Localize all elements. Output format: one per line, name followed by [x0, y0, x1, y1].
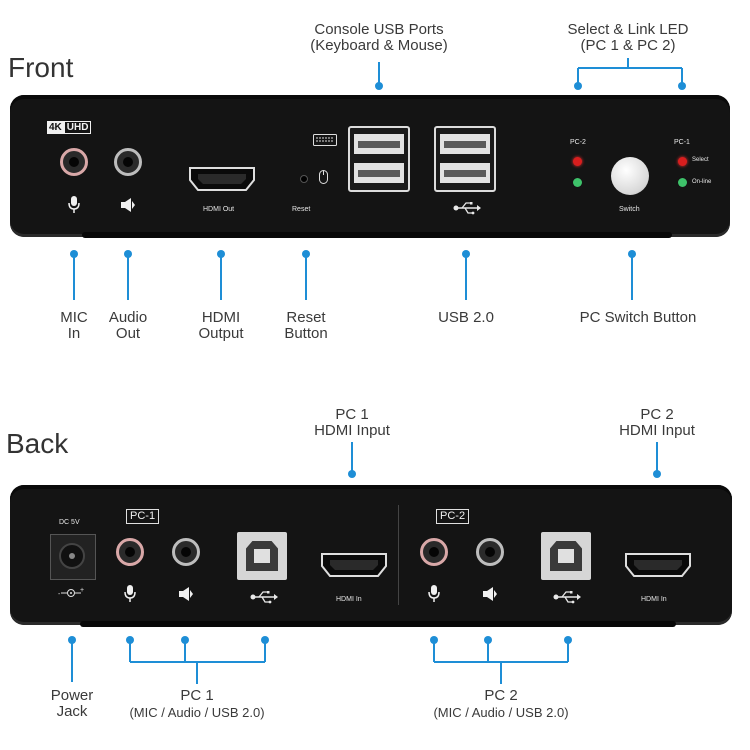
pc-switch-button[interactable]	[611, 157, 649, 195]
pc2-led-label: PC-2	[570, 139, 586, 146]
pc1-mic-jack	[116, 538, 144, 566]
callout-pc2-group-sub: (MIC / Audio / USB 2.0)	[433, 705, 569, 720]
callout-pc2-group-title: PC 2	[484, 687, 518, 704]
mouse-icon	[319, 170, 328, 184]
dc-power-jack	[50, 534, 96, 580]
mic-icon	[68, 196, 80, 213]
front-heading: Front	[8, 52, 74, 83]
reset-label: Reset	[292, 206, 311, 213]
pc1-box-label: PC-1	[126, 509, 160, 524]
mic-icon	[124, 585, 136, 602]
callout-usb20: USB 2.0	[438, 309, 494, 326]
callout-pc-switch: PC Switch Button	[579, 309, 697, 326]
callout-audio-out: Audio Out	[108, 309, 148, 342]
pc2-select-led	[573, 157, 582, 166]
callout-pc1-group-sub: (MIC / Audio / USB 2.0)	[129, 705, 265, 720]
pc1-audio-jack	[172, 538, 200, 566]
reset-pinhole	[300, 175, 308, 183]
uhd-badge: 4K UHD	[47, 121, 92, 134]
usb-icon	[453, 202, 481, 215]
callout-pc1-group-title: PC 1	[180, 687, 214, 704]
callout-hdmi-output: HDMI Output	[198, 309, 244, 342]
front-panel-foot	[82, 232, 672, 238]
pc1-led-label: PC-1	[674, 139, 690, 146]
pc2-hdmi-in-port	[624, 552, 692, 578]
dc-label: DC 5V	[59, 519, 80, 526]
keyboard-icon	[313, 134, 337, 146]
pc1-usb-b-port	[237, 532, 287, 580]
back-heading: Back	[6, 428, 69, 459]
back-panel-foot	[80, 621, 676, 627]
switch-label: Switch	[619, 206, 640, 213]
online-led-label: On-line	[692, 179, 712, 185]
pc2-hdmi-in-label: HDMI In	[641, 596, 667, 603]
badge-4k: 4K	[47, 121, 64, 134]
callout-mic-in: MIC In	[60, 309, 88, 342]
callout-select-link-led: Select & Link LED (PC 1 & PC 2)	[567, 21, 689, 54]
usb-icon	[553, 591, 581, 604]
pc2-box-label: PC-2	[436, 509, 470, 524]
callout-pc1-hdmi-input: PC 1 HDMI Input	[314, 406, 390, 439]
pc2-online-led	[573, 178, 582, 187]
callout-power-jack: Power Jack	[50, 687, 94, 720]
dc-polarity-icon: - +	[58, 587, 84, 598]
usb-icon	[250, 591, 278, 604]
front-audio-jack	[114, 148, 142, 176]
console-usb-port-stack-1	[348, 126, 410, 192]
console-usb-port-stack-2	[434, 126, 496, 192]
svg-text:-: -	[58, 591, 61, 598]
pc2-usb-b-port	[541, 532, 591, 580]
front-mic-jack	[60, 148, 88, 176]
callout-reset-button: Reset Button	[284, 309, 328, 342]
back-divider	[398, 505, 399, 605]
hdmi-out-label: HDMI Out	[203, 206, 235, 213]
callout-console-usb: Console USB Ports (Keyboard & Mouse)	[310, 21, 448, 54]
pc2-mic-jack	[420, 538, 448, 566]
pc1-hdmi-in-port	[320, 552, 388, 578]
svg-text:+: +	[80, 587, 84, 594]
speaker-icon	[179, 587, 193, 601]
select-led-label: Select	[692, 157, 709, 163]
pc1-hdmi-in-label: HDMI In	[336, 596, 362, 603]
callout-pc2-hdmi-input: PC 2 HDMI Input	[619, 406, 695, 439]
front-hdmi-port	[188, 166, 256, 192]
pc1-online-led	[678, 178, 687, 187]
mic-icon	[428, 585, 440, 602]
speaker-icon	[121, 198, 135, 212]
badge-uhd: UHD	[63, 121, 92, 134]
pc1-select-led	[678, 157, 687, 166]
pc2-audio-jack	[476, 538, 504, 566]
speaker-icon	[483, 587, 497, 601]
